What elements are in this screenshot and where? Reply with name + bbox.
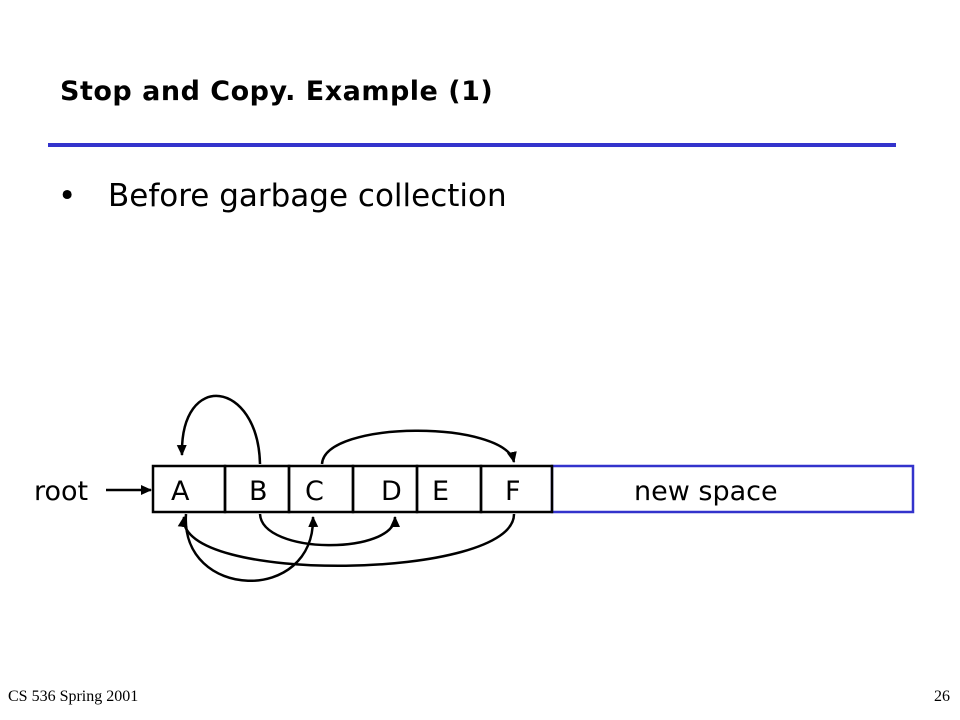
bullet-marker: • xyxy=(58,178,77,214)
cell-label-d: D xyxy=(381,476,402,507)
footer-page-number: 26 xyxy=(934,688,950,705)
bullet-item: • Before garbage collection xyxy=(58,178,507,214)
pointer-c-to-f xyxy=(320,429,517,465)
pointer-f-to-a xyxy=(177,513,516,567)
title-rule xyxy=(48,143,896,147)
pointer-b-to-d xyxy=(258,513,400,547)
pointer-b-to-a xyxy=(176,394,262,465)
pointer-a-to-c xyxy=(184,513,319,582)
cell-label-a: A xyxy=(171,476,190,507)
root-label: root xyxy=(34,476,88,507)
cell-label-f: F xyxy=(505,476,521,507)
slide-title: Stop and Copy. Example (1) xyxy=(60,76,494,107)
cell-label-b: B xyxy=(249,476,268,507)
bullet-text: Before garbage collection xyxy=(108,178,507,214)
new-space-label: new space xyxy=(634,476,778,507)
cell-label-c: C xyxy=(305,476,324,507)
cell-label-e: E xyxy=(432,476,449,507)
footer-course: CS 536 Spring 2001 xyxy=(8,688,139,705)
cell-f xyxy=(479,464,554,514)
